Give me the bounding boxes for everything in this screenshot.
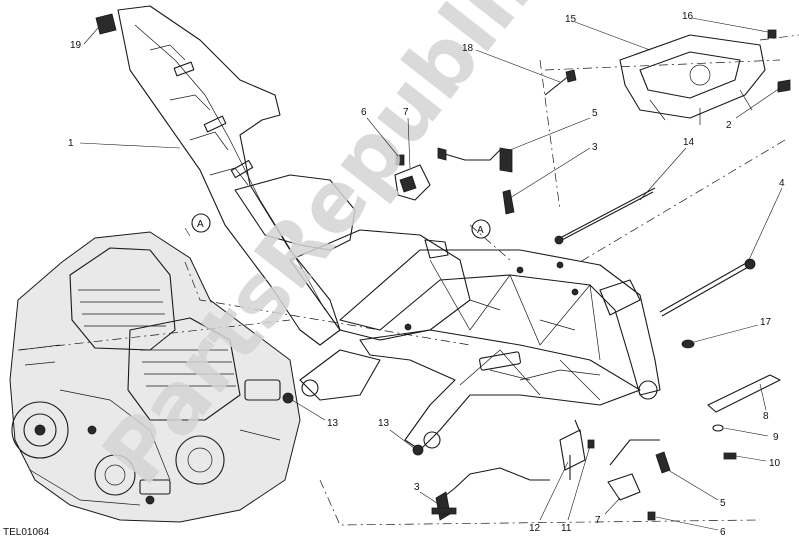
part-spark-plug [502, 189, 515, 215]
reference-marker-a-engine: A [184, 213, 211, 237]
reference-marker-a-frame: A [471, 219, 491, 239]
callout-1: 1 [68, 138, 74, 149]
svg-text:A: A [197, 219, 204, 230]
part-screw-11 [587, 439, 595, 449]
frame-illustration [117, 5, 661, 451]
callout-2: 2 [726, 120, 732, 131]
callout-4: 4 [779, 178, 785, 189]
part-cap-17 [681, 339, 695, 349]
callout-3-bottom: 3 [414, 482, 420, 493]
part-long-bolt-4 [659, 261, 751, 317]
callout-6-top: 6 [361, 107, 367, 118]
callout-13-left: 13 [378, 418, 390, 429]
callout-6-bottom: 6 [720, 527, 726, 538]
part-battery-tray [619, 34, 766, 125]
assembly-line [579, 139, 786, 263]
svg-text:A: A [477, 225, 484, 236]
drawing-code: TEL01064 [3, 527, 50, 538]
callout-11: 11 [561, 523, 572, 534]
part-sensor-18 [544, 69, 577, 96]
callout-16: 16 [682, 11, 694, 22]
callout-5-bottom: 5 [720, 498, 726, 509]
part-pickup [559, 419, 586, 480]
part-nut-13b [412, 444, 424, 456]
assembly-line [319, 479, 761, 526]
part-lower-lead [431, 439, 671, 521]
callout-19: 19 [70, 40, 82, 51]
part-washer-9 [712, 424, 724, 432]
callout-8: 8 [763, 411, 769, 422]
assembly-line [469, 224, 511, 261]
part-long-bolt-14 [557, 187, 656, 243]
callout-14: 14 [683, 137, 695, 148]
callout-9: 9 [773, 432, 779, 443]
part-clip-2 [777, 79, 791, 93]
callout-3-top: 3 [592, 142, 598, 153]
part-ignition-coil [394, 164, 431, 201]
callout-13-right: 13 [327, 418, 339, 429]
part-rubber-plug [95, 13, 117, 35]
callout-5-top: 5 [592, 108, 598, 119]
callout-12: 12 [529, 523, 541, 534]
callout-17: 17 [760, 317, 772, 328]
assembly-line [184, 261, 471, 346]
part-nut-13a [282, 392, 294, 404]
part-bracket-8 [707, 374, 781, 413]
callout-7-bottom: 7 [595, 515, 601, 526]
assembly-line [539, 34, 799, 211]
part-bolt-6 [395, 154, 405, 166]
callout-15: 15 [565, 14, 577, 25]
part-screw-16 [767, 29, 777, 39]
callout-labels: 19 1 18 15 16 2 6 7 5 3 14 4 17 [68, 11, 785, 538]
assembly-line [17, 319, 291, 351]
part-plug-cap [437, 147, 513, 173]
part-bolt-10 [723, 452, 737, 460]
callout-10: 10 [769, 458, 781, 469]
callout-18: 18 [462, 43, 474, 54]
callout-7-top: 7 [403, 107, 409, 118]
